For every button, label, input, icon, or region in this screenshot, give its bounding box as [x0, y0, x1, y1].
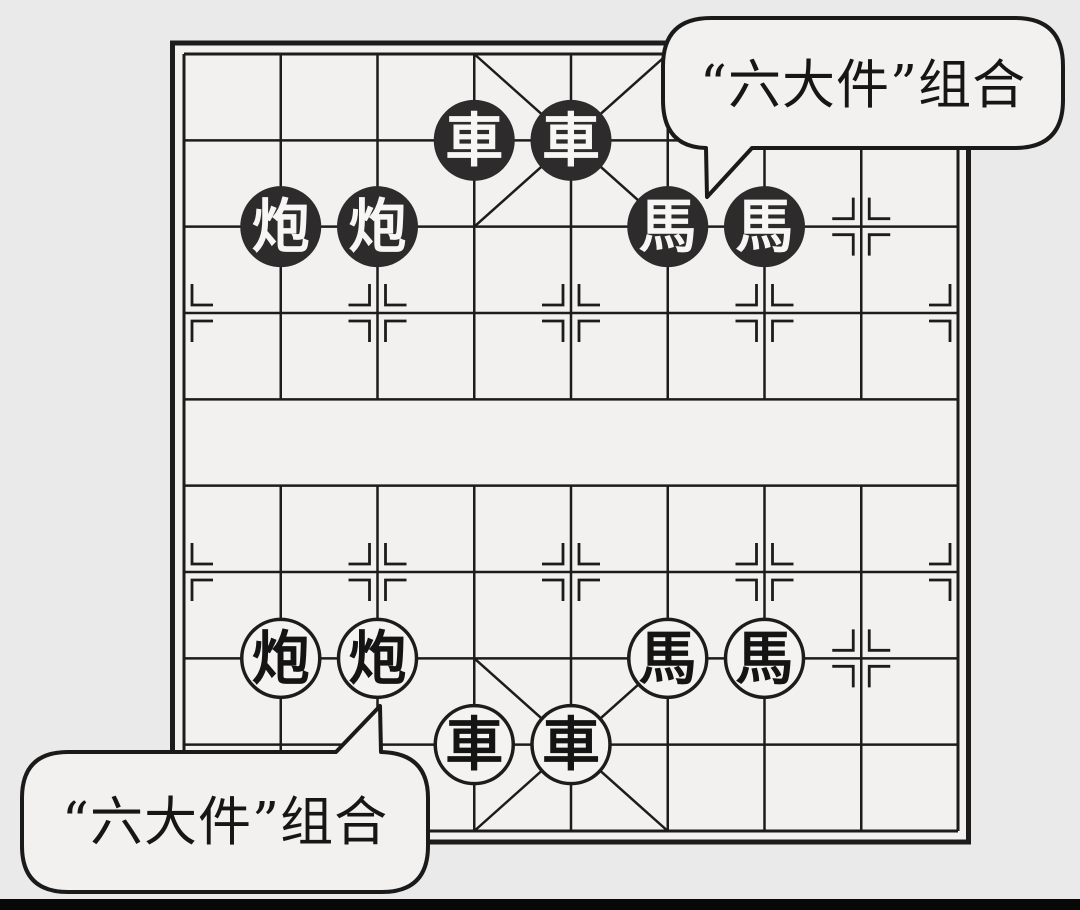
- piece-black-cannon-disc: [240, 186, 322, 268]
- piece-white-chariot[interactable]: 車: [433, 703, 515, 786]
- piece-white-cannon[interactable]: 炮: [336, 617, 419, 700]
- piece-black-cannon[interactable]: 炮: [337, 186, 418, 268]
- piece-white-horse-label: 馬: [639, 624, 697, 692]
- piece-black-chariot-disc: [530, 99, 612, 181]
- piece-black-horse-label: 馬: [639, 193, 697, 261]
- piece-black-horse[interactable]: 馬: [724, 186, 805, 268]
- piece-black-chariot-label: 車: [445, 106, 503, 174]
- piece-black-horse[interactable]: 馬: [627, 186, 709, 268]
- bottom-bar: [0, 899, 1080, 910]
- piece-black-horse-label: 馬: [735, 193, 793, 261]
- piece-black-cannon-label: 炮: [252, 193, 310, 261]
- piece-white-cannon-label: 炮: [348, 624, 406, 692]
- piece-black-horse-disc: [724, 186, 805, 268]
- piece-black-cannon-label: 炮: [348, 193, 406, 261]
- piece-black-chariot[interactable]: 車: [433, 99, 515, 181]
- piece-white-chariot-disc: [530, 703, 612, 786]
- piece-black-chariot-label: 車: [542, 106, 600, 174]
- piece-white-cannon[interactable]: 炮: [240, 617, 322, 700]
- piece-white-chariot-disc: [433, 703, 515, 786]
- piece-white-horse-label: 馬: [735, 624, 793, 692]
- piece-black-cannon[interactable]: 炮: [240, 186, 322, 268]
- piece-black-horse-disc: [627, 186, 709, 268]
- piece-black-chariot-disc: [433, 99, 515, 181]
- top-callout-text: “六大件”组合: [700, 55, 1026, 116]
- bottom-callout: “六大件”组合: [20, 704, 430, 894]
- piece-white-cannon-label: 炮: [252, 624, 310, 692]
- piece-black-chariot[interactable]: 車: [530, 99, 612, 181]
- top-callout-bubble: [661, 16, 1065, 199]
- piece-white-chariot[interactable]: 車: [530, 703, 612, 786]
- piece-black-cannon-disc: [337, 186, 418, 268]
- piece-white-horse[interactable]: 馬: [723, 617, 806, 700]
- piece-white-horse[interactable]: 馬: [627, 617, 709, 700]
- piece-white-cannon-disc: [336, 617, 419, 700]
- piece-white-chariot-label: 車: [445, 711, 503, 779]
- bottom-callout-text: “六大件”组合: [62, 792, 388, 853]
- white-pieces-group: 炮炮馬馬車車: [240, 617, 806, 786]
- piece-white-horse-disc: [627, 617, 709, 700]
- piece-white-chariot-label: 車: [542, 711, 600, 779]
- top-callout: “六大件”组合: [661, 16, 1065, 199]
- piece-white-horse-disc: [723, 617, 806, 700]
- piece-white-cannon-disc: [240, 617, 322, 700]
- black-pieces-group: 車車炮炮馬馬: [240, 99, 805, 268]
- bottom-callout-bubble: [20, 704, 430, 894]
